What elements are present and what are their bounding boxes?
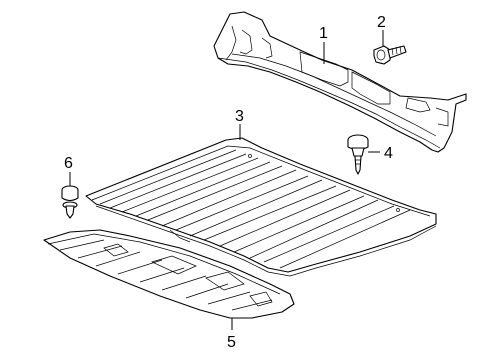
callout-2: 2 — [377, 14, 386, 31]
leader-lines — [69, 30, 384, 330]
callout-3: 3 — [235, 108, 244, 125]
part-5-front-panel — [43, 229, 295, 319]
part-6-fastener — [61, 185, 79, 219]
part-1-crossmember — [213, 11, 467, 153]
callout-1: 1 — [319, 25, 328, 42]
part-2-bolt — [373, 45, 407, 65]
part-3-floor-panel — [85, 137, 437, 277]
part-4-clip — [347, 134, 369, 175]
callout-6: 6 — [64, 155, 73, 172]
callout-4: 4 — [384, 145, 393, 162]
callout-5: 5 — [227, 334, 236, 351]
